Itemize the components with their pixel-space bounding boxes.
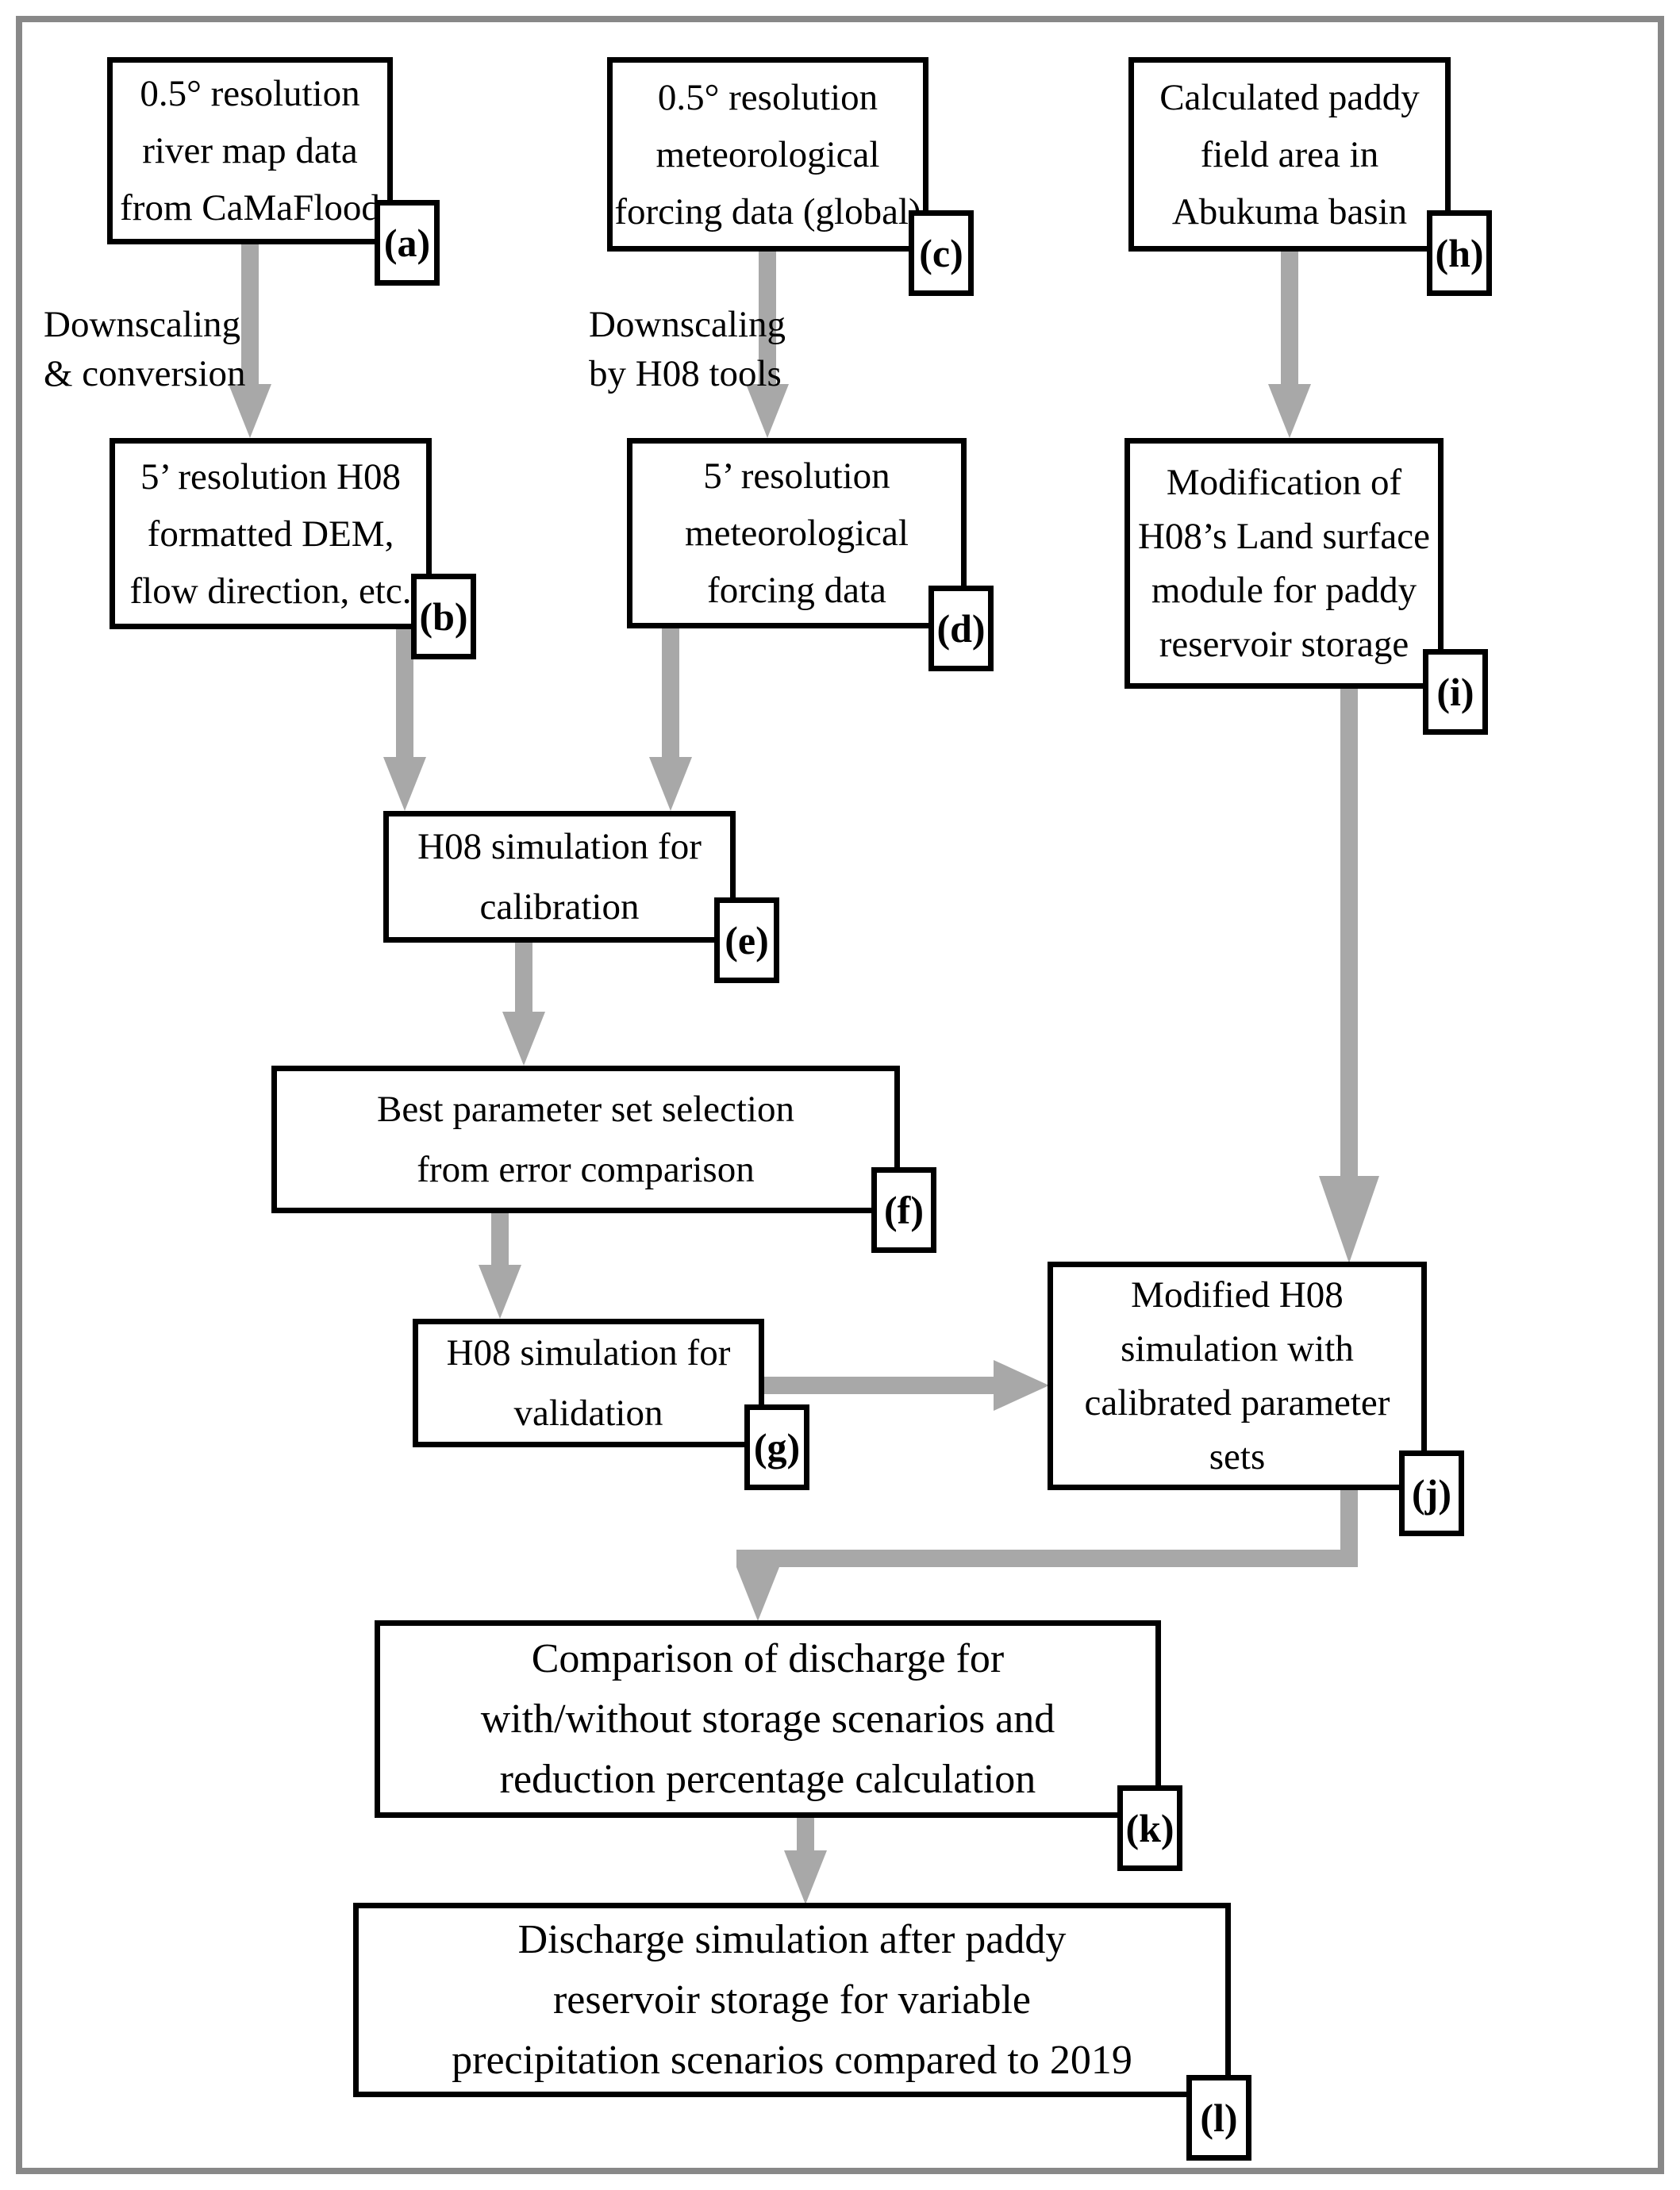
node-modified-h08-simulation: Modified H08 simulation with calibrated … bbox=[1048, 1262, 1427, 1490]
tag-h: (h) bbox=[1427, 210, 1492, 296]
node-best-parameter-selection: Best parameter set selection from error … bbox=[271, 1066, 900, 1213]
arrow-f-to-g-head bbox=[479, 1265, 521, 1319]
arrow-b-to-e-shaft bbox=[396, 628, 413, 759]
node-land-surface-modification: Modification of H08’s Land surface modul… bbox=[1124, 438, 1444, 689]
node-discharge-comparison: Comparison of discharge for with/without… bbox=[375, 1620, 1161, 1818]
node-paddy-field-area: Calculated paddy field area in Abukuma b… bbox=[1128, 57, 1451, 252]
figure-frame bbox=[16, 16, 1664, 2174]
node-g-text: H08 simulation for validation bbox=[446, 1332, 731, 1434]
node-h-text: Calculated paddy field area in Abukuma b… bbox=[1159, 76, 1420, 232]
node-j-text: Modified H08 simulation with calibrated … bbox=[1084, 1274, 1390, 1477]
tag-d: (d) bbox=[928, 586, 994, 671]
annotation-downscaling-h08-tools: Downscaling by H08 tools bbox=[589, 304, 786, 394]
arrow-h-to-i-head bbox=[1268, 384, 1311, 438]
arrow-i-to-j-head bbox=[1319, 1176, 1379, 1263]
tag-i: (i) bbox=[1423, 649, 1488, 735]
node-river-map-data: 0.5° resolution river map data from CaMa… bbox=[107, 57, 393, 244]
tag-b: (b) bbox=[411, 574, 476, 659]
node-h08-formatted-dem: 5’ resolution H08 formatted DEM, flow di… bbox=[110, 438, 432, 629]
node-k-text: Comparison of discharge for with/without… bbox=[480, 1635, 1055, 1802]
arrow-d-to-e-head bbox=[649, 757, 692, 811]
node-i-text: Modification of H08’s Land surface modul… bbox=[1137, 462, 1431, 665]
arrow-d-to-e-shaft bbox=[662, 627, 679, 759]
arrow-e-to-f-head bbox=[502, 1012, 545, 1066]
tag-g: (g) bbox=[744, 1404, 809, 1490]
arrow-i-to-j-shaft bbox=[1340, 686, 1358, 1176]
node-c-text: 0.5° resolution meteorological forcing d… bbox=[614, 76, 921, 232]
tag-f: (f) bbox=[871, 1167, 936, 1253]
arrow-b-to-e-head bbox=[383, 757, 426, 811]
arrow-a-to-b-head bbox=[229, 384, 271, 438]
tag-e: (e) bbox=[714, 897, 779, 983]
arrow-g-to-j-shaft bbox=[764, 1377, 995, 1394]
node-a-text: 0.5° resolution river map data from CaMa… bbox=[120, 73, 380, 229]
tag-j: (j) bbox=[1399, 1450, 1464, 1536]
arrow-f-to-g-shaft bbox=[491, 1212, 509, 1266]
arrow-e-to-f-shaft bbox=[515, 941, 532, 1013]
node-discharge-simulation-scenarios: Discharge simulation after paddy reservo… bbox=[353, 1903, 1231, 2097]
arrow-k-to-l-head bbox=[784, 1850, 827, 1904]
arrow-j-to-k-head bbox=[736, 1567, 779, 1621]
annotation-downscaling-conversion: Downscaling & conversion bbox=[44, 304, 246, 394]
arrow-h-to-i-shaft bbox=[1281, 250, 1298, 384]
node-b-text: 5’ resolution H08 formatted DEM, flow di… bbox=[129, 455, 412, 612]
node-d-text: 5’ resolution meteorological forcing dat… bbox=[685, 455, 909, 611]
arrow-j-to-k-vertical-segment bbox=[1340, 1489, 1358, 1567]
node-global-forcing-data: 0.5° resolution meteorological forcing d… bbox=[607, 57, 928, 252]
tag-k: (k) bbox=[1117, 1785, 1182, 1871]
node-5min-forcing-data: 5’ resolution meteorological forcing dat… bbox=[627, 438, 967, 628]
node-l-text: Discharge simulation after paddy reservo… bbox=[452, 1916, 1132, 2083]
arrow-g-to-j-head bbox=[994, 1360, 1049, 1411]
node-f-text: Best parameter set selection from error … bbox=[377, 1089, 794, 1190]
node-e-text: H08 simulation for calibration bbox=[417, 826, 702, 928]
arrow-c-to-d-shaft bbox=[759, 250, 776, 384]
arrow-j-to-k-horizontal-segment bbox=[736, 1550, 1358, 1567]
tag-a: (a) bbox=[375, 200, 440, 286]
arrow-a-to-b-shaft bbox=[241, 243, 259, 384]
node-simulation-validation: H08 simulation for validation bbox=[413, 1319, 764, 1447]
node-simulation-calibration: H08 simulation for calibration bbox=[383, 811, 736, 943]
tag-l: (l) bbox=[1186, 2075, 1251, 2161]
tag-c: (c) bbox=[909, 210, 974, 296]
arrow-k-to-l-shaft bbox=[797, 1816, 814, 1852]
arrow-c-to-d-head bbox=[746, 384, 789, 438]
